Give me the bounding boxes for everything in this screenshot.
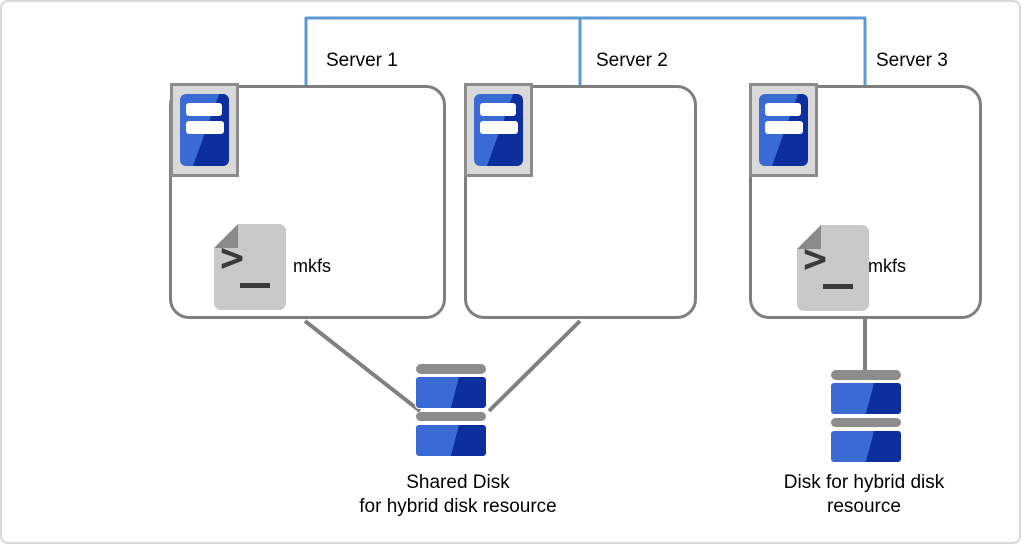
tower-slot-bar [765,103,801,116]
disk-cap [831,370,901,380]
hybrid-disk-icon [830,370,902,464]
server-tower-glyph [474,94,523,166]
server-3-mkfs-label: mkfs [868,256,906,276]
server-1-shell-script-icon: > [214,224,286,310]
disk-cap [416,412,486,421]
shared-disk-caption: Shared Disk for hybrid disk resource [328,471,588,519]
hybrid-disk-caption: Disk for hybrid disk resource [734,471,994,519]
shell-cursor-glyph [240,283,270,288]
tower-slot-bar [765,121,803,134]
hybrid-disk-caption-line2: resource [827,496,901,517]
server-tower-glyph [180,94,229,166]
disk-platter [830,430,902,463]
disk-cap [831,418,901,427]
server-3-label: Server 3 [876,50,948,71]
shell-prompt-glyph: > [220,235,245,281]
disk-platter [415,376,487,409]
server-2-tower-icon [464,83,533,177]
shell-cursor-glyph [823,284,853,289]
shell-prompt-glyph: > [803,236,828,282]
server-3-shell-script-icon: > [797,225,869,311]
shared-disk-caption-line2: for hybrid disk resource [359,496,557,517]
server-1-mkfs-label: mkfs [293,256,331,276]
tower-slot-bar [480,103,516,116]
server-tower-glyph [759,94,808,166]
disk-platter [830,382,902,415]
server-2-label: Server 2 [596,50,668,71]
shared-disk-caption-line1: Shared Disk [406,472,510,493]
tower-slot-bar [186,121,224,134]
hybrid-disk-caption-line1: Disk for hybrid disk [783,472,945,493]
server-3-tower-icon [749,83,818,177]
disk-cap [416,364,486,374]
disk-connection-lines [303,319,867,413]
tower-slot-bar [186,103,222,116]
shared-disk-icon [415,364,487,458]
server-1-label: Server 1 [326,50,398,71]
server-1-tower-icon [170,83,239,177]
tower-slot-bar [480,121,518,134]
disk-platter [415,424,487,457]
